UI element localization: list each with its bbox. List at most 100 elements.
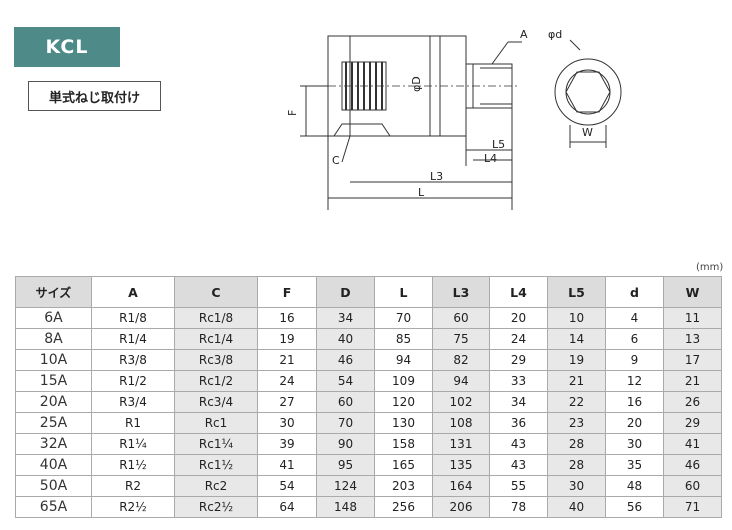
table-cell: 95: [316, 454, 375, 476]
table-cell: 148: [316, 496, 375, 518]
label-w: W: [582, 126, 593, 139]
table-cell: Rc3/4: [174, 391, 258, 413]
table-cell: 256: [374, 496, 433, 518]
table-cell: 56: [605, 496, 664, 518]
header-size: サイズ: [15, 276, 92, 308]
size-cell: 15A: [15, 370, 92, 392]
table-cell: 4: [605, 307, 664, 329]
header-l4: L4: [489, 276, 548, 308]
table-cell: 34: [489, 391, 548, 413]
table-cell: 9: [605, 349, 664, 371]
table-cell: 21: [257, 349, 317, 371]
table-cell: R2½: [91, 496, 175, 518]
table-cell: 29: [489, 349, 548, 371]
table-cell: 28: [547, 454, 606, 476]
table-cell: 39: [257, 433, 317, 455]
label-phi-d: φd: [548, 28, 562, 41]
table-cell: 26: [663, 391, 722, 413]
table-cell: 131: [432, 433, 490, 455]
table-cell: Rc3/8: [174, 349, 258, 371]
table-cell: 30: [605, 433, 664, 455]
label-l: L: [418, 186, 425, 199]
label-a: A: [520, 28, 528, 41]
table-cell: 23: [547, 412, 606, 434]
header-d-small: d: [605, 276, 664, 308]
label-phi-D: φD: [410, 76, 423, 92]
table-cell: R3/4: [91, 391, 175, 413]
table-cell: 11: [663, 307, 722, 329]
table-cell: 164: [432, 475, 490, 497]
table-cell: R2: [91, 475, 175, 497]
table-cell: 54: [257, 475, 317, 497]
table-cell: 130: [374, 412, 433, 434]
table-cell: 60: [316, 391, 375, 413]
table-cell: 28: [547, 433, 606, 455]
table-cell: R1½: [91, 454, 175, 476]
table-cell: 36: [489, 412, 548, 434]
size-cell: 32A: [15, 433, 92, 455]
size-cell: 65A: [15, 496, 92, 518]
table-cell: 19: [257, 328, 317, 350]
header-l5: L5: [547, 276, 606, 308]
table-cell: 109: [374, 370, 433, 392]
table-header-row: サイズ A C F D L L3 L4 L5 d W: [15, 276, 722, 308]
table-cell: 70: [316, 412, 375, 434]
table-cell: R3/8: [91, 349, 175, 371]
header-l3: L3: [432, 276, 490, 308]
size-cell: 50A: [15, 475, 92, 497]
table-cell: 10: [547, 307, 606, 329]
table-cell: Rc1½: [174, 454, 258, 476]
table-cell: 33: [489, 370, 548, 392]
table-cell: 34: [316, 307, 375, 329]
table-cell: 43: [489, 433, 548, 455]
table-cell: 94: [432, 370, 490, 392]
table-cell: 20: [489, 307, 548, 329]
table-cell: 24: [489, 328, 548, 350]
table-cell: 64: [257, 496, 317, 518]
table-cell: 102: [432, 391, 490, 413]
table-cell: 94: [374, 349, 433, 371]
table-cell: 29: [663, 412, 722, 434]
table-cell: 40: [547, 496, 606, 518]
table-cell: 12: [605, 370, 664, 392]
table-cell: 165: [374, 454, 433, 476]
table-cell: Rc1/4: [174, 328, 258, 350]
table-cell: 43: [489, 454, 548, 476]
table-cell: 124: [316, 475, 375, 497]
table-cell: 20: [605, 412, 664, 434]
table-cell: 206: [432, 496, 490, 518]
mount-type-label: 単式ねじ取付け: [28, 81, 161, 111]
size-cell: 40A: [15, 454, 92, 476]
table-cell: 14: [547, 328, 606, 350]
table-cell: 46: [663, 454, 722, 476]
table-cell: 6: [605, 328, 664, 350]
table-cell: 75: [432, 328, 490, 350]
label-l4: L4: [484, 152, 497, 165]
table-cell: 120: [374, 391, 433, 413]
table-cell: R1/2: [91, 370, 175, 392]
table-cell: 54: [316, 370, 375, 392]
table-cell: 13: [663, 328, 722, 350]
table-cell: 24: [257, 370, 317, 392]
table-cell: 27: [257, 391, 317, 413]
size-cell: 20A: [15, 391, 92, 413]
table-cell: 55: [489, 475, 548, 497]
table-cell: 22: [547, 391, 606, 413]
table-cell: 40: [316, 328, 375, 350]
table-cell: Rc1: [174, 412, 258, 434]
table-cell: 85: [374, 328, 433, 350]
table-cell: Rc1/8: [174, 307, 258, 329]
table-cell: 82: [432, 349, 490, 371]
header-d: D: [316, 276, 375, 308]
table-cell: 48: [605, 475, 664, 497]
technical-drawing: A φd φD F C L5 L4 L3 L W: [286, 28, 622, 210]
